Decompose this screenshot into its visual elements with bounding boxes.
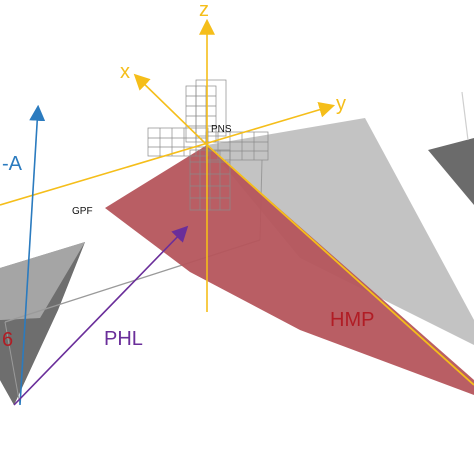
x-axis-label: x <box>120 61 130 83</box>
right-dark-plane <box>428 138 474 205</box>
hmp-plane <box>105 145 474 395</box>
hmp-label: HMP <box>330 309 374 331</box>
hmp-edge-line <box>206 144 474 386</box>
phl-label: PHL <box>104 328 143 350</box>
z-axis-label: z <box>199 0 209 21</box>
left-gray-pyramid-light <box>0 242 85 320</box>
pns-grid <box>147 79 269 211</box>
y-axis-label: y <box>336 93 346 115</box>
left-axis-label: -A <box>2 153 23 175</box>
projection-line-3 <box>4 321 21 406</box>
phl-vector-arrow <box>13 225 189 406</box>
gpf-label: GPF <box>72 206 93 217</box>
right-edge-line <box>461 91 469 141</box>
blue-vector-arrow <box>19 104 46 406</box>
pns-label: PNS <box>211 124 232 135</box>
x-axis <box>133 73 208 146</box>
y-axis <box>0 101 336 206</box>
gray-plane <box>207 118 474 345</box>
left-gray-pyramid-face <box>0 242 85 405</box>
left-number-label: 6 <box>2 329 13 351</box>
